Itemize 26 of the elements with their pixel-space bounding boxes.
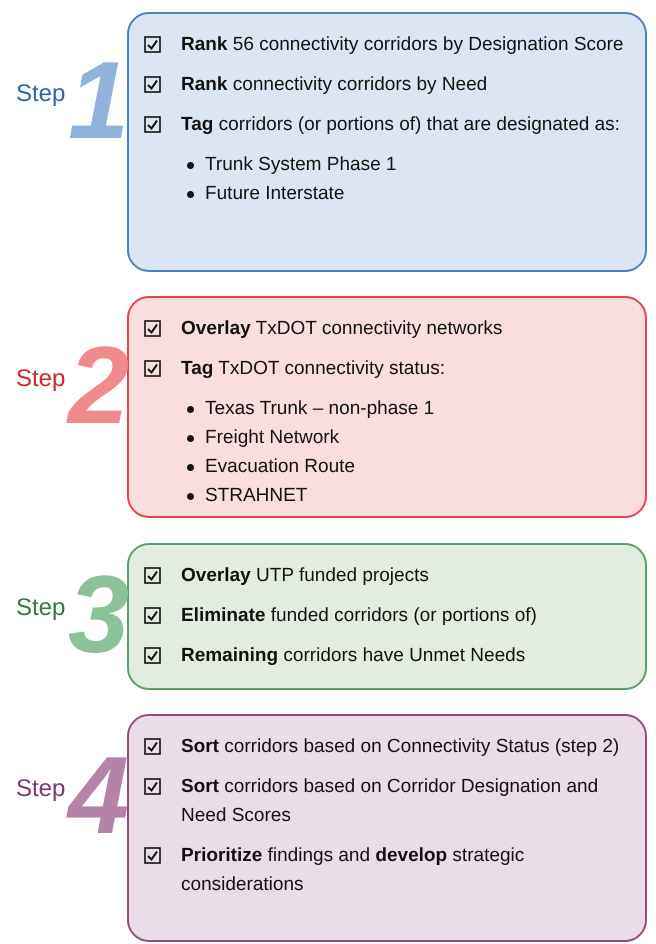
step-panel <box>127 12 647 272</box>
checklist-item: Sort corridors based on Connectivity Status (step 2) <box>181 735 620 759</box>
checklist-item: Tag corridors (or portions of) that are designated as: <box>181 113 621 137</box>
checklist-item: Rank connectivity corridors by Need <box>181 73 488 97</box>
step-label: Step <box>16 594 66 622</box>
checklist-item: Eliminate funded corridors (or portions of) <box>181 604 538 628</box>
checklist-item: Remaining corridors have Unmet Needs <box>181 644 526 668</box>
bullet-item: Evacuation Route <box>205 455 356 479</box>
checklist-item: Overlay TxDOT connectivity networks <box>181 317 504 341</box>
bullet-item: STRAHNET <box>205 484 308 508</box>
step-label: Step <box>16 775 66 803</box>
checklist-item: Prioritize findings and develop strategic considerations <box>181 844 526 897</box>
step-panel <box>127 714 647 942</box>
step-panel <box>127 543 647 690</box>
step-label: Step <box>16 365 66 393</box>
bullet-item: Future Interstate <box>205 182 346 206</box>
bullet-item: Texas Trunk – non-phase 1 <box>205 397 436 421</box>
step-panel <box>127 296 647 518</box>
step-number: 1 <box>68 46 130 156</box>
checklist-item: Tag TxDOT connectivity status: <box>181 357 446 381</box>
step-label: Step <box>16 80 66 108</box>
checklist-item: Rank 56 connectivity corridors by Designation Score <box>181 33 624 57</box>
bullet-item: Freight Network <box>205 426 340 450</box>
bullet-item: Trunk System Phase 1 <box>205 153 398 177</box>
checklist-item: Overlay UTP funded projects <box>181 564 430 588</box>
checklist-item: Sort corridors based on Corridor Designation and Need Scores <box>181 775 600 828</box>
